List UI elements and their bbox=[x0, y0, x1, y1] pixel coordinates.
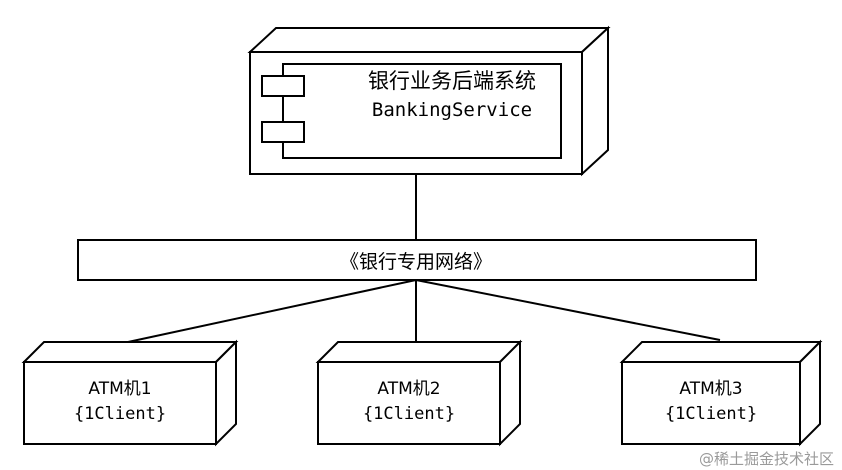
server-node-top bbox=[247, 27, 611, 53]
atm-node-1-front bbox=[23, 361, 217, 445]
network-to-atm1-line bbox=[127, 279, 417, 343]
component-port-bottom bbox=[261, 121, 305, 143]
atm-node-3 bbox=[619, 339, 823, 447]
atm-2-name: ATM机2 bbox=[377, 379, 440, 399]
atm-node-1 bbox=[21, 339, 239, 447]
server-title: 银行业务后端系统 bbox=[368, 69, 536, 93]
connector-lines bbox=[127, 174, 721, 343]
component-port-top bbox=[261, 75, 305, 97]
network-label: 《银行专用网络》 bbox=[340, 251, 492, 273]
server-component bbox=[261, 63, 562, 159]
atm-3-name: ATM机3 bbox=[679, 379, 742, 399]
network-to-atm3-line bbox=[415, 279, 721, 341]
watermark: @稀土掘金技术社区 bbox=[699, 450, 834, 468]
atm-node-3-top bbox=[619, 341, 823, 363]
network-bar bbox=[77, 239, 757, 281]
atm-3-stereotype: {1Client} bbox=[665, 404, 757, 424]
atm-node-3-front bbox=[621, 361, 801, 445]
atm-node-1-top bbox=[21, 341, 239, 363]
component-body bbox=[282, 63, 562, 159]
atm-node-2-top bbox=[315, 341, 523, 363]
atm-1-name: ATM机1 bbox=[88, 379, 151, 399]
atm-node-2-front bbox=[317, 361, 501, 445]
server-node-side bbox=[581, 25, 609, 177]
atm-node-2 bbox=[315, 339, 523, 447]
atm-2-stereotype: {1Client} bbox=[363, 404, 455, 424]
atm-1-stereotype: {1Client} bbox=[74, 404, 166, 424]
server-subtitle: BankingService bbox=[372, 99, 532, 121]
